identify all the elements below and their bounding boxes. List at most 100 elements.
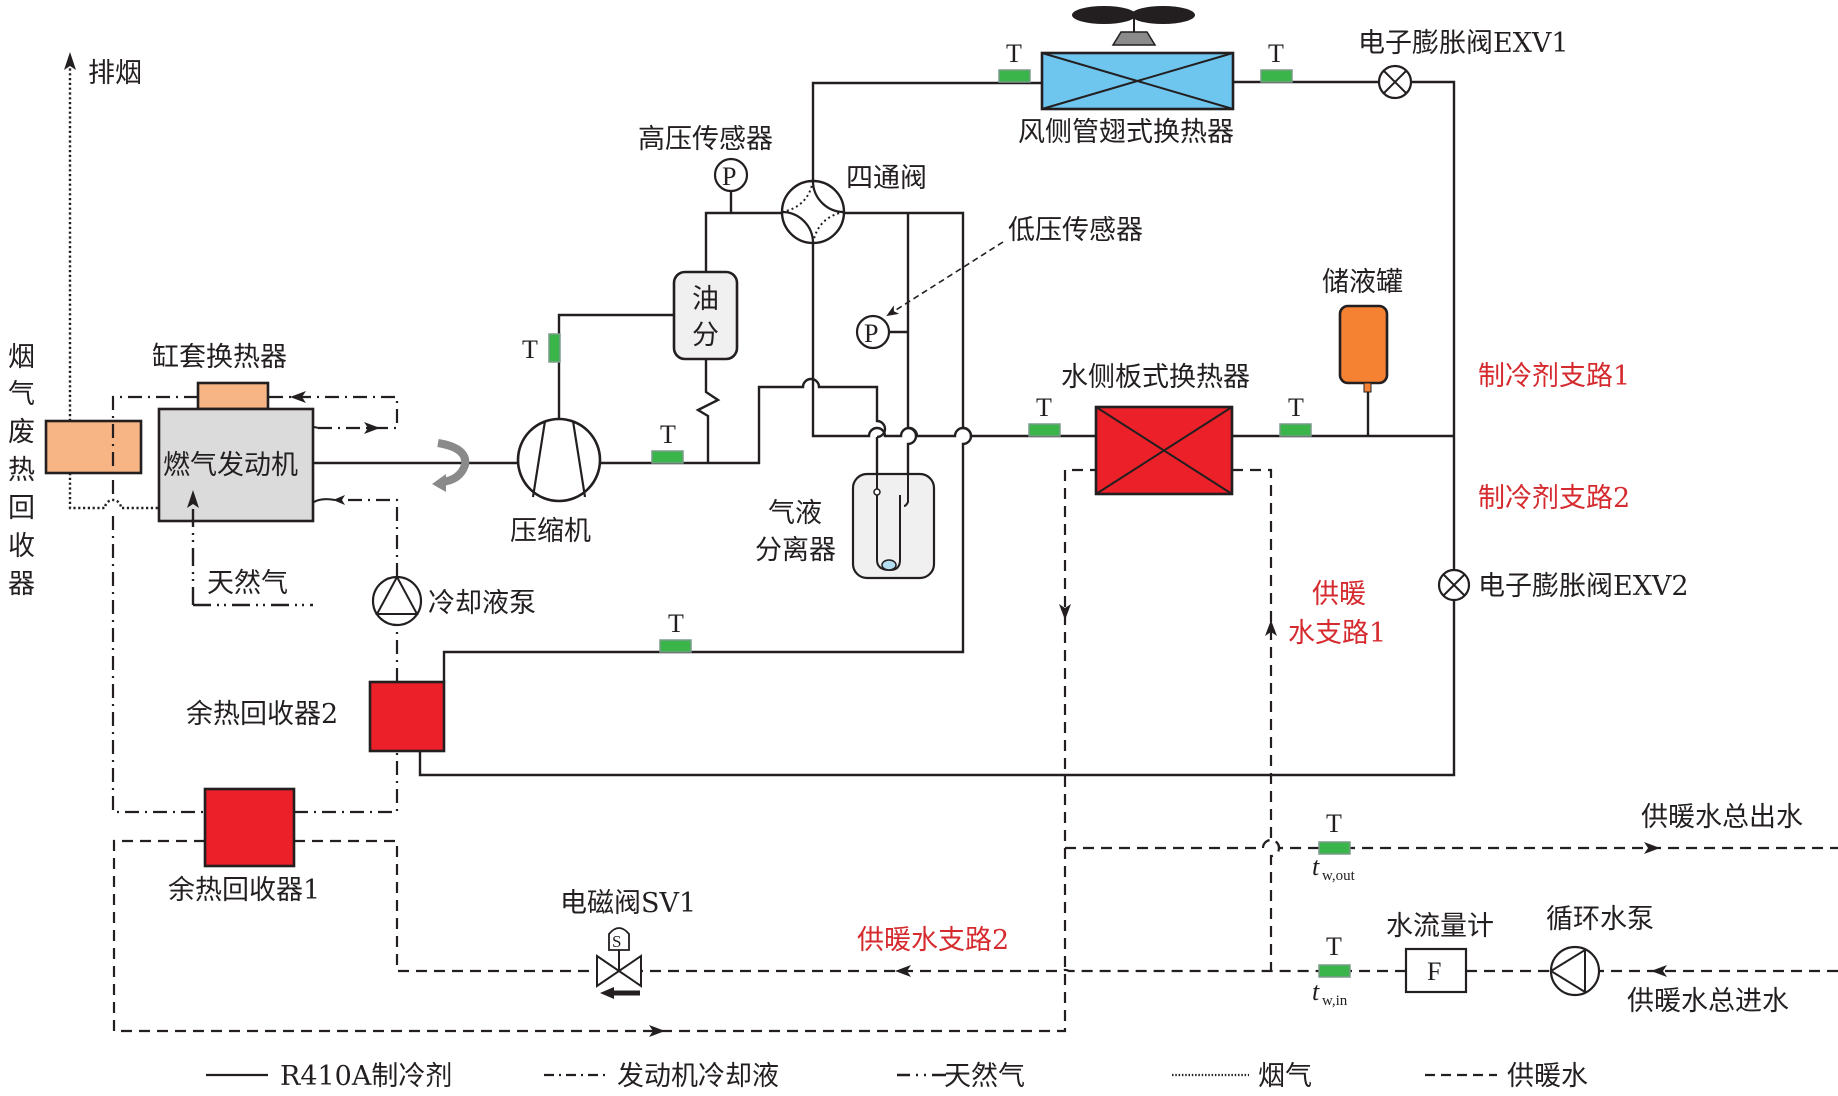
solenoid-symbol: S [612, 932, 621, 951]
air-hx-to-exv1 [1233, 80, 1456, 585]
svg-text:热: 热 [8, 455, 35, 486]
four-way-valve-label: 四通阀 [846, 163, 927, 194]
exv1-label: 电子膨胀阀EXV1 [1358, 28, 1569, 59]
svg-text:w,in: w,in [1322, 993, 1348, 1009]
temp-sensor-discharge [548, 333, 561, 363]
water-branch-2-arrow-icon [895, 965, 911, 977]
jacket-hx-label: 缸套换热器 [152, 342, 287, 373]
compressor-label: 压缩机 [510, 516, 591, 547]
legend: R410A制冷剂 发动机冷却液 天然气 烟气 供暖水 [206, 1061, 1588, 1092]
svg-text:R410A制冷剂: R410A制冷剂 [280, 1061, 452, 1092]
temp-sensor-air-hx-out [1260, 69, 1293, 83]
svg-text:T: T [1288, 393, 1304, 422]
plate-hx-label: 水侧板式换热器 [1061, 362, 1250, 393]
water-whr1-loop [112, 468, 1096, 1033]
svg-text:T: T [1326, 809, 1342, 838]
svg-text:烟气: 烟气 [1258, 1061, 1312, 1092]
svg-text:T: T [1326, 932, 1342, 961]
coolant-jacket-arrow-icon [290, 391, 306, 403]
svg-text:T: T [1006, 39, 1022, 68]
water-branch-2 [294, 839, 1335, 973]
waste-heat-recovery-1 [203, 787, 296, 868]
coolant-left-loop [111, 395, 205, 814]
low-pressure-sensor-icon [855, 314, 891, 350]
waste-heat-recovery-2 [368, 680, 446, 753]
refrigerant-branch-1-label: 制冷剂支路1 [1478, 361, 1630, 392]
circulating-pump-label: 循环水泵 [1546, 904, 1654, 935]
whr1-label: 余热回收器1 [168, 875, 320, 906]
svg-text:发动机冷却液: 发动机冷却液 [617, 1061, 779, 1092]
high-pressure-sensor-icon [713, 157, 749, 193]
svg-text:w,out: w,out [1322, 868, 1356, 884]
heating-water-lines [112, 468, 1838, 1037]
legend-item-natural-gas: 天然气 [897, 1061, 1025, 1092]
lp-sensor-pointer [886, 241, 1004, 317]
rotation-arrow-icon [437, 439, 470, 486]
coolant-pump-icon [371, 574, 423, 627]
temp-sensor-whr2 [659, 639, 692, 653]
coolant-out-arrow-icon [364, 422, 380, 434]
water-flow-meter [1404, 947, 1468, 994]
svg-text:T: T [660, 420, 676, 449]
temp-sensor-air-hx-in [998, 69, 1031, 83]
water-total-out [1065, 838, 1838, 850]
legend-item-coolant: 发动机冷却液 [544, 1061, 779, 1092]
legend-item-heating-water: 供暖水 [1425, 1061, 1588, 1092]
gas-liquid-separator-label-2: 分离器 [755, 535, 836, 566]
circulating-water-pump-icon [1549, 945, 1601, 997]
svg-text:气: 气 [8, 379, 35, 410]
coolant-return-to-engine [333, 495, 399, 577]
compressor-icon [516, 417, 602, 503]
oil-separator-label-1: 油 [692, 284, 719, 315]
heating-water-branch-1-label-2: 水支路1 [1288, 618, 1386, 649]
exv2-to-whr2 [418, 585, 1456, 777]
water-out-arrow-icon [1644, 842, 1660, 854]
engine-label: 燃气发动机 [163, 450, 298, 481]
oil-separator-label-2: 分 [692, 320, 719, 351]
svg-text:废: 废 [8, 417, 35, 448]
gas-engine [157, 407, 315, 523]
compressor-discharge [557, 313, 674, 419]
suction-line [600, 377, 887, 465]
svg-text:供暖水: 供暖水 [1507, 1061, 1588, 1092]
svg-text:T: T [1036, 393, 1052, 422]
receiver-label: 储液罐 [1322, 267, 1403, 298]
natural-gas-arrow-icon [187, 490, 199, 508]
refrigerant-lines [418, 80, 1456, 777]
water-total-out-label: 供暖水总出水 [1641, 802, 1803, 833]
temperature-sensors: T T T T T T T T T [522, 39, 1351, 978]
temp-sensor-water-out [1318, 841, 1351, 855]
refrigerant-branch-2-label: 制冷剂支路2 [1478, 483, 1630, 514]
low-pressure-sensor-label: 低压传感器 [1008, 215, 1143, 246]
coolant-pump-label: 冷却液泵 [428, 588, 536, 619]
solenoid-valve-sv1-icon [596, 927, 642, 999]
water-branch-1-up-arrow-icon [1265, 620, 1277, 636]
air-hx-label: 风侧管翅式换热器 [1018, 117, 1234, 148]
high-pressure-sensor-label: 高压传感器 [638, 124, 773, 155]
flue-gas-inlet-line [68, 473, 159, 510]
svg-text:天然气: 天然气 [944, 1061, 1025, 1092]
exv1-icon [1377, 64, 1413, 100]
tw-out-label: t w,out [1312, 852, 1356, 884]
oil-separator [672, 270, 739, 361]
water-branch-1-down-arrow-icon [1059, 604, 1071, 620]
hp-sensor-symbol: P [722, 162, 736, 191]
svg-text:t: t [1312, 977, 1320, 1006]
water-bottom-arrow-icon [649, 1025, 665, 1037]
gas-liquid-separator [851, 472, 936, 580]
svg-text:t: t [1312, 852, 1320, 881]
svg-text:回: 回 [8, 493, 35, 524]
flue-gas-recovery-label: 烟 气 废 热 回 收 器 [8, 342, 35, 600]
receiver-tank [1338, 304, 1389, 385]
coolant-lines [111, 391, 399, 814]
water-in-arrow-icon [1651, 965, 1667, 977]
whr2-label: 余热回收器2 [186, 699, 338, 730]
flow-meter-label: 水流量计 [1386, 911, 1494, 942]
svg-text:T: T [522, 335, 538, 364]
svg-text:器: 器 [8, 569, 35, 600]
svg-text:收: 收 [8, 531, 35, 562]
heating-water-branch-1-label-1: 供暖 [1312, 579, 1366, 610]
four-way-valve-icon [780, 179, 846, 245]
valve-to-air-hx [811, 81, 1042, 181]
coolant-engine-to-jacket [268, 395, 399, 430]
